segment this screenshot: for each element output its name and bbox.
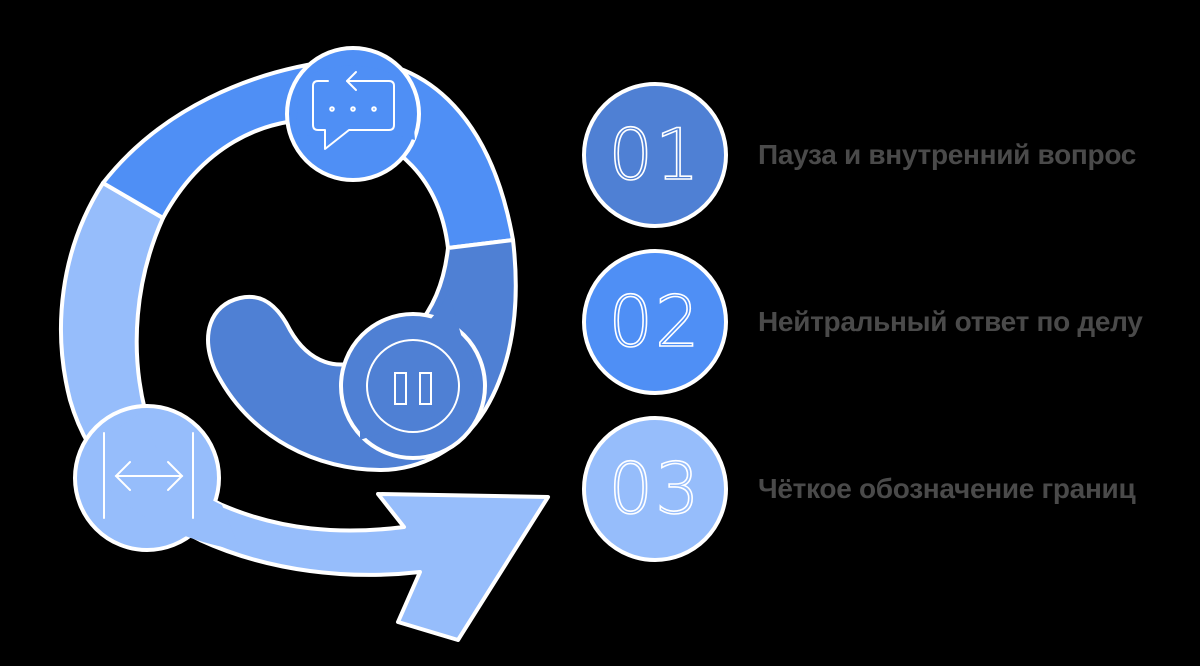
step-label: Пауза и внутренний вопрос [758,139,1137,170]
segment-bottom [59,181,550,642]
step-number-badge: 01 [582,82,728,228]
step-number-badge: 03 [582,416,728,562]
step-label: Нейтральный ответ по делу [758,306,1143,337]
step-2: 02 Нейтральный ответ по делу [582,247,1182,397]
step-number: 02 [608,280,702,364]
chat-bubble-return-icon [312,71,395,150]
step-number-badge: 02 [582,249,728,395]
step-1: 01 Пауза и внутренний вопрос [582,80,1182,230]
step-number: 01 [608,113,702,197]
segment-middle [206,238,518,472]
segment-top [101,46,515,250]
divider-line [102,182,164,219]
step-label: Чёткое обозначение границ [758,473,1136,504]
step-number: 03 [608,447,702,531]
pause-icon [366,339,460,433]
boundary-arrows-icon [103,432,194,519]
step-3: 03 Чёткое обозначение границ [582,414,1182,564]
divider-line [447,239,514,249]
